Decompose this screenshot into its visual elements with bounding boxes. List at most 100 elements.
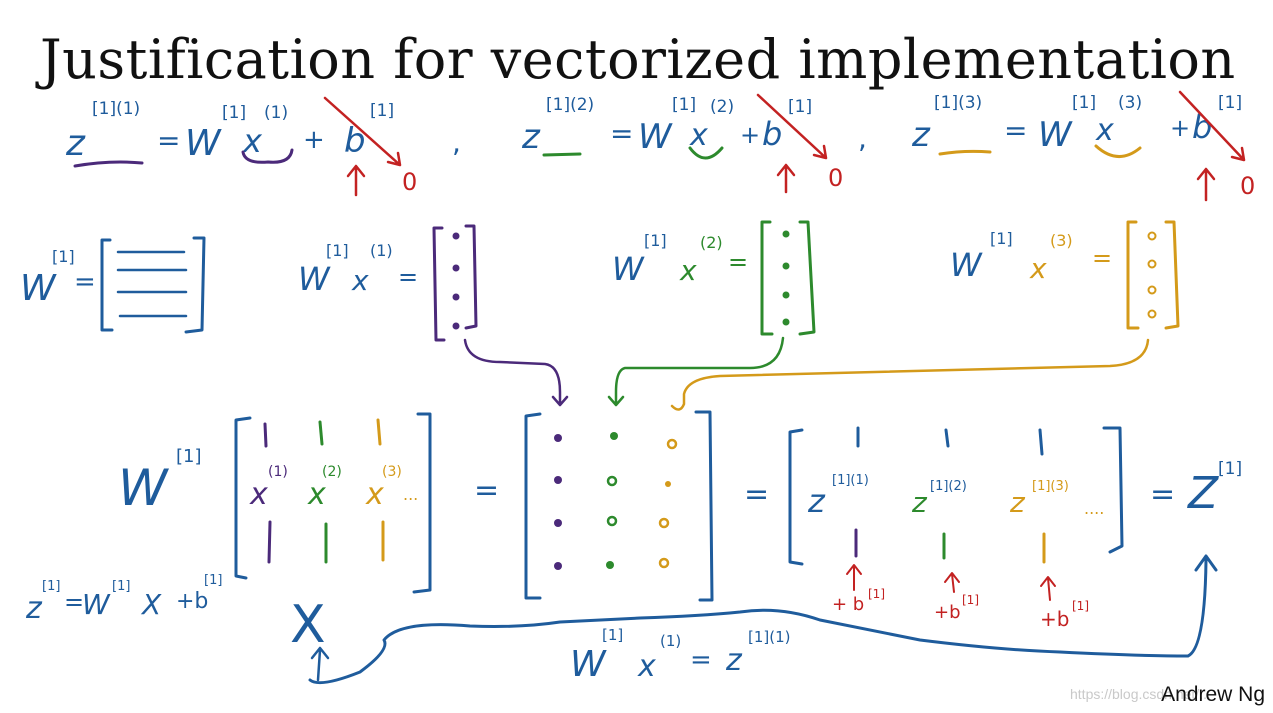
x-ellipsis: ... xyxy=(403,485,418,504)
eq2-x: x xyxy=(689,118,708,153)
x-up-arrow xyxy=(310,646,330,682)
p3-right-bracket xyxy=(1164,220,1180,330)
row1-equation-2: z [1](2) = W [1] x (2) + b [1] 0 xyxy=(521,93,843,194)
note-x-sup: (1) xyxy=(660,632,681,650)
w-equals: = xyxy=(74,267,96,297)
x-col2-x: x xyxy=(307,477,326,512)
eq2-x-sup: (2) xyxy=(710,97,734,117)
eq1-z-sup: [1](1) xyxy=(92,99,140,119)
w-label: W xyxy=(20,268,57,309)
p2-dot xyxy=(782,318,790,326)
x-matrix-right-bracket xyxy=(412,412,432,594)
w-matrix-left-bracket xyxy=(100,238,114,332)
eq2-up-arrow xyxy=(776,163,796,194)
z-ellipsis: .... xyxy=(1084,499,1104,518)
plus-b-1: + b xyxy=(832,594,864,615)
eq3-underline-z xyxy=(938,149,992,156)
eq1-w-sup: [1] xyxy=(222,103,246,123)
dots-col1 xyxy=(554,476,562,484)
x-col3-bar-top xyxy=(376,418,382,446)
z-col2-z: z xyxy=(911,486,928,519)
z-col1-z: z xyxy=(807,482,826,520)
product-vector-3: W [1] x (3) = xyxy=(950,220,1180,330)
eq1-x: x xyxy=(242,122,263,160)
eq1-underline-z xyxy=(73,160,144,168)
p3-dot xyxy=(1147,231,1157,241)
eq2-z: z xyxy=(521,117,541,157)
z-col2-bar-top xyxy=(944,428,950,448)
plus-b-3: +b xyxy=(1040,607,1069,631)
eq3-x-sup: (3) xyxy=(1118,93,1142,113)
p2-x-sup: (2) xyxy=(700,233,723,252)
explanation-curve xyxy=(308,554,1218,685)
row1-equation-3: z [1](3) = W [1] x (3) + b [1] 0 xyxy=(911,90,1255,202)
eq2-zero: 0 xyxy=(828,164,843,192)
plus-b-2-sup: [1] xyxy=(962,593,979,607)
product-vector-1: W [1] x (1) = xyxy=(298,224,478,342)
eq3-z: z xyxy=(911,115,931,155)
note-x: x xyxy=(637,649,656,684)
big-X-label: X xyxy=(290,595,326,655)
plus-b-2: +b xyxy=(934,602,961,623)
p3-left-bracket xyxy=(1126,220,1140,330)
eq2-equals: = xyxy=(610,117,633,150)
eq2-cross-arrow xyxy=(756,93,828,160)
eq3-b-sup: [1] xyxy=(1218,93,1242,113)
w-label-sup: [1] xyxy=(52,247,75,266)
formula-z-sup: [1] xyxy=(42,579,60,594)
dots-col2 xyxy=(610,432,618,440)
eq2-underline-x xyxy=(688,146,724,160)
eq1-z: z xyxy=(65,123,86,164)
eq1-b: b xyxy=(344,121,366,161)
p1-dot xyxy=(452,293,460,301)
dots-col3 xyxy=(666,438,678,450)
p3-equals: = xyxy=(1092,244,1112,272)
eq3-b: b xyxy=(1192,108,1212,146)
x-col1-x: x xyxy=(249,477,268,512)
eq1-up-arrow xyxy=(346,164,366,197)
vectorized-formula: z [1] = W [1] X +b [1] xyxy=(25,573,222,626)
eq3-z-sup: [1](3) xyxy=(934,93,982,113)
x-col2-bar-top xyxy=(318,420,324,446)
slide-title: Justification for vectorized implementat… xyxy=(40,28,1236,91)
eq3-plus: + xyxy=(1170,114,1190,142)
eq3-x: x xyxy=(1095,113,1114,148)
connector-arrow-col1 xyxy=(463,338,569,407)
connector-arrow-col3 xyxy=(670,338,1150,411)
plus-b-arrow xyxy=(1040,576,1056,601)
p3-w-sup: [1] xyxy=(990,229,1013,248)
x-col3-sup: (3) xyxy=(382,464,402,480)
note-w-sup: [1] xyxy=(602,626,623,644)
dots-col3 xyxy=(665,481,671,487)
p1-x-sup: (1) xyxy=(370,241,393,260)
formula-w-sup: [1] xyxy=(112,579,130,594)
z-col3-bar-top xyxy=(1038,428,1044,456)
eq2-w: W xyxy=(638,117,673,157)
dots-col3 xyxy=(658,557,670,569)
author-name: Andrew Ng xyxy=(1161,683,1265,706)
eq3-underline-x xyxy=(1094,144,1142,158)
z-matrix-right-bracket xyxy=(1102,426,1124,554)
eq1-underline-x xyxy=(241,148,294,164)
x-col3-x: x xyxy=(365,477,384,512)
row3-w: W xyxy=(118,459,169,517)
p2-dot xyxy=(782,230,790,238)
note-w: W xyxy=(570,644,607,685)
note-z-sup: [1](1) xyxy=(748,628,791,646)
dots-col3 xyxy=(658,517,670,529)
formula-b-sup: [1] xyxy=(204,573,222,588)
w-matrix-definition: W [1] = xyxy=(20,236,206,334)
vectorized-product: W [1] x (1) x (2) x (3) ... = xyxy=(118,410,1242,631)
dots-matrix-left-bracket xyxy=(524,412,542,600)
eq3-zero: 0 xyxy=(1240,172,1255,200)
z-col1-sup: [1](1) xyxy=(832,473,869,488)
p3-w: W xyxy=(950,246,983,284)
example-note: W [1] x (1) = z [1](1) xyxy=(570,626,791,685)
w-matrix-right-bracket xyxy=(184,236,206,334)
x-col1-sup: (1) xyxy=(268,464,288,480)
x-col2-sup: (2) xyxy=(322,464,342,480)
z-col3-z: z xyxy=(1009,486,1026,519)
p1-w-sup: [1] xyxy=(326,241,349,260)
z-col3-sup: [1](3) xyxy=(1032,479,1069,494)
